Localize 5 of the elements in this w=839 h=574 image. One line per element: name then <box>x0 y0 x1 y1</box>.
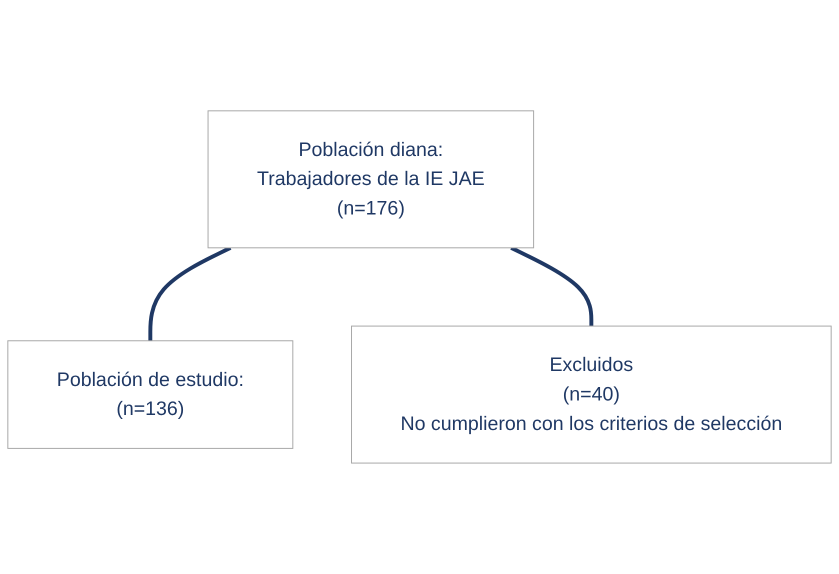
connector <box>510 246 594 326</box>
node-box: Población de estudio: (n=136) <box>7 340 294 449</box>
node-box: Población diana: Trabajadores de la IE JAE (n=176) <box>208 110 534 248</box>
connector <box>148 246 232 341</box>
node-box: Excluidos (n=40) No cumplieron con los criterios de selección <box>351 326 832 464</box>
